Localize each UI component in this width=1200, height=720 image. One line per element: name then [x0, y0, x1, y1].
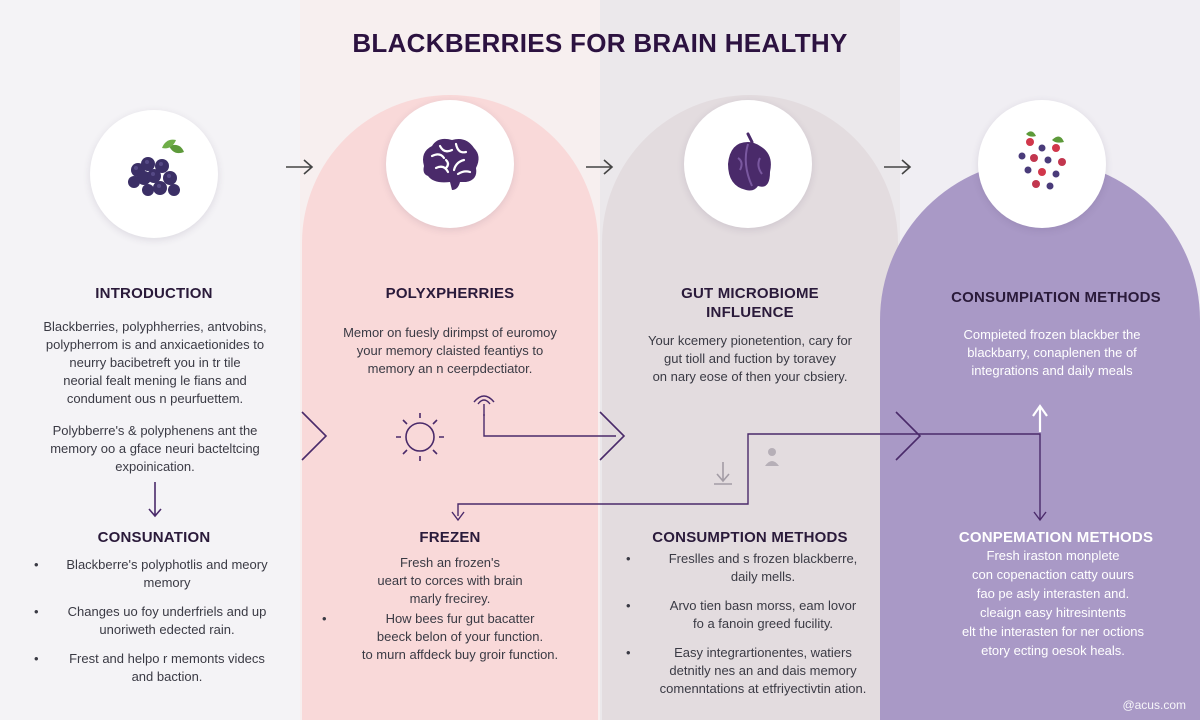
frezen-text: Fresh an frozen's ueart to corces with b…: [377, 555, 523, 606]
heading-polyxpherries: POLYXPHERRIES: [385, 285, 515, 302]
chevron-icon-3: [895, 411, 922, 461]
blackberry-cluster-icon: [128, 139, 184, 196]
list-item: Changes uo foy underfriels and up unoriw…: [34, 603, 288, 639]
heading-gut-microbiome: GUT MICROBIOME INFLUENCE: [681, 285, 819, 321]
berry-gut-icon: [728, 132, 771, 191]
intro-text-2: Polybberre's & polyphenens ant the memor…: [50, 423, 260, 474]
watermark: @acus.com: [1122, 698, 1186, 712]
arrow-down-icon-1: [148, 482, 162, 518]
heading-conpemation-methods: CONPEMATION METHODS: [958, 529, 1154, 546]
list-item: Frest and helpo r memonts videcs and bac…: [34, 650, 288, 686]
icon-circle-1: [90, 110, 218, 238]
list-col-3: Freslles and s frozen blackberre, daily …: [626, 550, 888, 709]
list-item: Blackberre's polyphotlis and meory memor…: [34, 556, 288, 592]
arrow-up-icon: [1032, 404, 1048, 432]
list-item: How bees fur gut bacatter beeck belon of…: [322, 610, 586, 664]
arrow-down-icon-2: [451, 511, 465, 522]
page-title: BLACKBERRIES FOR BRAIN HEALTHY: [352, 28, 848, 58]
download-icon: [714, 462, 732, 485]
heading-consumpiation-methods: CONSUMPIATION METHODS: [951, 289, 1161, 306]
signal-icon: [473, 395, 495, 416]
arrow-down-icon-3: [1033, 511, 1047, 522]
icon-circle-2: [386, 100, 514, 228]
polyxpherries-text: Memor on fuesly dirimpst of euromoy your…: [343, 325, 557, 376]
person-icon: [765, 448, 779, 466]
list-col-1: Blackberre's polyphotlis and meory memor…: [34, 556, 288, 697]
list-col-2: How bees fur gut bacatter beeck belon of…: [322, 610, 586, 675]
arrow-right-icon-2: [586, 159, 614, 175]
sun-icon: [396, 413, 444, 461]
arrow-right-icon-1: [286, 159, 314, 175]
chevron-icon-2: [599, 411, 626, 461]
intro-text: Blackberries, polyphherries, antvobins, …: [43, 319, 267, 406]
list-item: Easy integrartionentes, watiers detnitly…: [626, 644, 888, 698]
mixed-berries-icon: [1018, 131, 1066, 190]
icon-circle-3: [684, 100, 812, 228]
arrow-right-icon-3: [884, 159, 912, 175]
list-item: Freslles and s frozen blackberre, daily …: [626, 550, 888, 586]
heading-consumation: CONSUNATION: [97, 529, 211, 546]
heading-frezen: FREZEN: [419, 529, 481, 546]
brain-icon: [423, 138, 479, 190]
conpemation-text: Fresh iraston monplete con copenaction c…: [961, 548, 1145, 658]
chevron-icon-1: [301, 411, 328, 461]
heading-introduction: INTRODUCTION: [95, 285, 213, 302]
gut-text: Your kcemery pionetention, cary for gut …: [647, 333, 852, 384]
heading-consumption-methods: CONSUMPTION METHODS: [652, 529, 848, 546]
list-item: Arvo tien basn morss, eam lovor fo a fan…: [626, 597, 888, 633]
icon-circle-4: [978, 100, 1106, 228]
consumpiation-text: Compieted frozen blackber the blackbarry…: [963, 327, 1141, 378]
